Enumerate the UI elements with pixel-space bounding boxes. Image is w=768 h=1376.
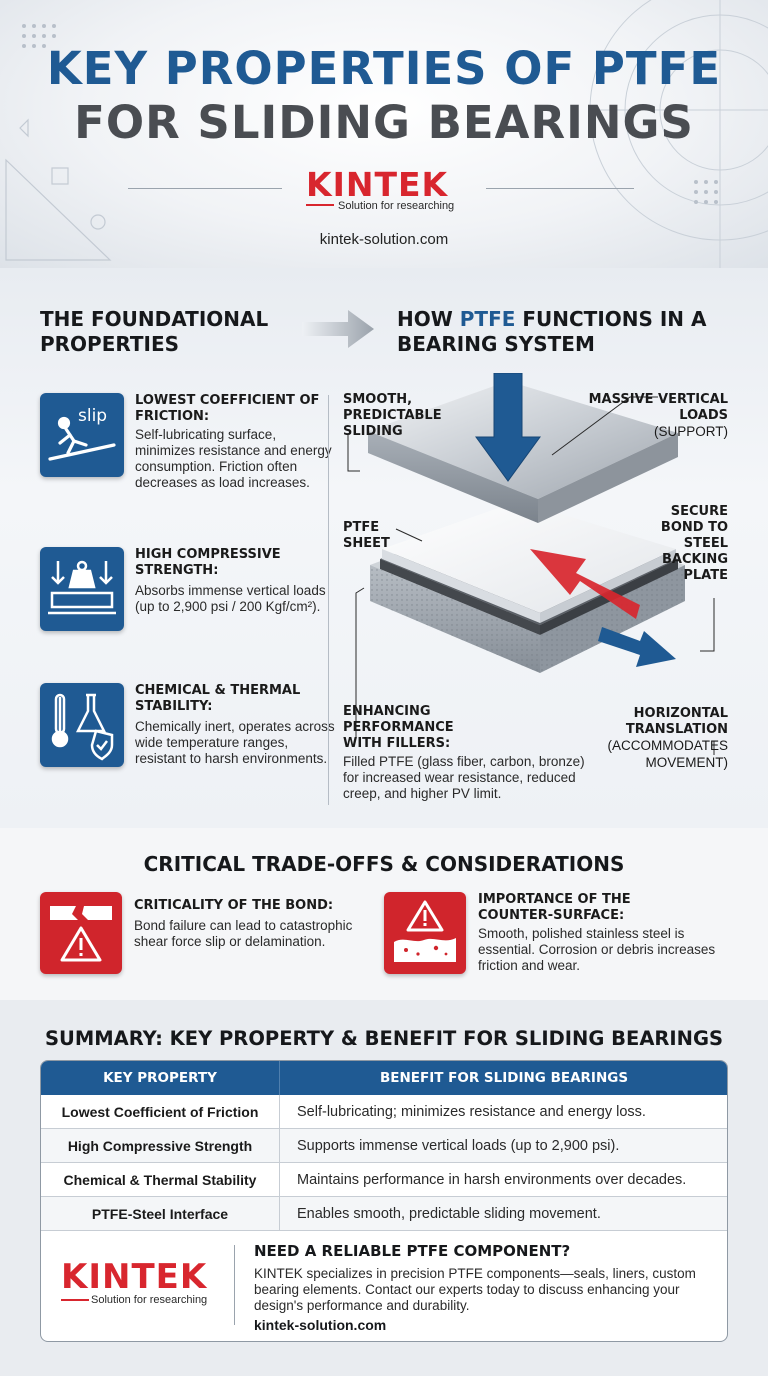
table-cell-benefit: Supports immense vertical loads (up to 2…	[297, 1138, 620, 1154]
functions-heading: HOW PTFE FUNCTIONS IN A BEARING SYSTEM	[397, 307, 717, 357]
functions-heading-pre: HOW	[397, 307, 460, 331]
foundational-heading: THE FOUNDATIONAL PROPERTIES	[40, 307, 269, 356]
summary-heading: SUMMARY: KEY PROPERTY & BENEFIT FOR SLID…	[44, 1027, 724, 1050]
functions-heading-post: FUNCTIONS IN A BEARING SYSTEM	[397, 307, 707, 356]
header-rule-right	[486, 188, 634, 189]
logo-underline	[306, 204, 334, 206]
table-column-separator	[279, 1095, 280, 1231]
cta-website-link[interactable]: kintek-solution.com	[254, 1317, 387, 1333]
cta-separator	[234, 1245, 235, 1325]
decorative-circles-icon	[589, 0, 768, 268]
property-compressive-title: HIGH COMPRESSIVE STRENGTH:	[135, 547, 281, 578]
table-cell-benefit: Enables smooth, predictable sliding move…	[297, 1206, 601, 1222]
compression-weight-icon	[40, 547, 124, 631]
table-header: KEY PROPERTY BENEFIT FOR SLIDING BEARING…	[41, 1061, 727, 1095]
table-cell-benefit: Maintains performance in harsh environme…	[297, 1172, 687, 1188]
label-horizontal: HORIZONTAL TRANSLATION (ACCOMMODATES MOV…	[598, 706, 729, 772]
property-compressive: HIGH COMPRESSIVE STRENGTH: Absorbs immen…	[40, 547, 335, 637]
vertical-load-arrow	[475, 373, 541, 482]
property-friction-desc: Self-lubricating surface, minimizes resi…	[135, 427, 332, 490]
label-horizontal-sub: (ACCOMMODATES MOVEMENT)	[607, 738, 729, 770]
table-cell-property: Lowest Coefficient of Friction	[61, 1104, 259, 1120]
section-divider-vertical	[328, 395, 329, 805]
table-cell-property: High Compressive Strength	[67, 1138, 253, 1154]
property-chemical: CHEMICAL & THERMAL STABILITY: Chemically…	[40, 683, 335, 783]
label-enhancing: ENHANCING PERFORMANCE WITH FILLERS:	[343, 704, 454, 751]
website-link[interactable]: kintek-solution.com	[319, 231, 449, 248]
property-chemical-title: CHEMICAL & THERMAL STABILITY:	[135, 683, 301, 714]
leader-lines	[355, 587, 715, 738]
cta-description: KINTEK specializes in precision PTFE com…	[254, 1266, 696, 1313]
cta-logo-tagline: Solution for researching	[91, 1294, 208, 1306]
table-row: Lowest Coefficient of Friction Self-lubr…	[41, 1095, 727, 1129]
table-header-property: KEY PROPERTY	[103, 1070, 217, 1086]
summary-table: KEY PROPERTY BENEFIT FOR SLIDING BEARING…	[40, 1060, 728, 1342]
property-compressive-desc: Absorbs immense vertical loads (up to 2,…	[135, 583, 326, 614]
label-massive-main: MASSIVE VERTICAL LOADS	[588, 392, 728, 423]
tradeoff-surface-desc: Smooth, polished stainless steel is esse…	[478, 926, 716, 973]
table-header-benefit: BENEFIT FOR SLIDING BEARINGS	[379, 1070, 629, 1086]
property-friction-title: LOWEST COEFFICIENT OF FRICTION:	[135, 393, 320, 424]
tradeoff-bond-desc: Bond failure can lead to catastrophic sh…	[134, 918, 353, 949]
tradeoff-surface-title: IMPORTANCE OF THE COUNTER-SURFACE:	[478, 892, 631, 923]
table-cell-benefit: Self-lubricating; minimizes resistance a…	[297, 1104, 646, 1120]
bearing-diagram	[347, 373, 715, 755]
broken-bond-warning-icon	[40, 892, 122, 974]
horizontal-translation-arrow	[598, 627, 676, 667]
cta-logo: KINTEK Solution for researching	[61, 1257, 221, 1307]
header: KEY PROPERTIES OF PTFE FOR SLIDING BEARI…	[0, 0, 768, 268]
label-smooth-sliding: SMOOTH, PREDICTABLE SLIDING	[343, 392, 442, 439]
property-friction: slip LOWEST COEFFICIENT OF FRICTION: Sel…	[40, 393, 335, 503]
tradeoffs-section: CRITICAL TRADE-OFFS & CONSIDERATIONS CRI…	[0, 828, 768, 1000]
page-title-line1: KEY PROPERTIES OF PTFE	[46, 42, 722, 95]
logo-tagline: Solution for researching	[338, 200, 455, 212]
table-row: High Compressive Strength Supports immen…	[41, 1129, 727, 1163]
table-row: PTFE-Steel Interface Enables smooth, pre…	[41, 1197, 727, 1231]
foundational-section: THE FOUNDATIONAL PROPERTIES HOW PTFE FUN…	[0, 268, 768, 828]
tradeoff-bond-title: CRITICALITY OF THE BOND:	[134, 898, 334, 913]
table-cell-property: PTFE-Steel Interface	[91, 1206, 229, 1222]
header-logo: KINTEK Solution for researching	[306, 165, 466, 217]
header-rule-left	[128, 188, 282, 189]
cta-logo-word: KINTEK	[61, 1257, 208, 1297]
surface-debris-warning-icon	[384, 892, 466, 974]
slip-icon: slip	[40, 393, 124, 477]
slip-icon-text: slip	[78, 406, 107, 426]
label-massive-loads: MASSIVE VERTICAL LOADS (SUPPORT)	[568, 392, 728, 441]
functions-heading-highlight: PTFE	[459, 307, 516, 331]
thermometer-flask-shield-icon	[40, 683, 124, 767]
label-massive-sub: (SUPPORT)	[653, 424, 728, 439]
page-title-line2: FOR SLIDING BEARINGS	[74, 96, 694, 149]
decorative-geometry-icon	[5, 118, 112, 261]
arrow-right-icon	[302, 310, 374, 348]
property-chemical-desc: Chemically inert, operates across wide t…	[135, 719, 335, 766]
label-secure-bond: SECURE BOND TO STEEL BACKING PLATE	[660, 504, 728, 583]
label-ptfe-sheet: PTFE SHEET	[343, 520, 390, 551]
tradeoffs-heading: CRITICAL TRADE-OFFS & CONSIDERATIONS	[143, 852, 625, 876]
table-header-separator	[279, 1061, 280, 1095]
cta-logo-underline	[61, 1299, 89, 1301]
logo-word: KINTEK	[306, 165, 449, 204]
decorative-dots-icon	[22, 24, 56, 48]
label-horizontal-main: HORIZONTAL TRANSLATION	[625, 706, 728, 737]
label-enhancing-desc: Filled PTFE (glass fiber, carbon, bronze…	[343, 754, 585, 801]
table-row: Chemical & Thermal Stability Maintains p…	[41, 1163, 727, 1197]
sliding-arrow	[530, 549, 640, 619]
cta-title: NEED A RELIABLE PTFE COMPONENT?	[254, 1242, 571, 1260]
table-cell-property: Chemical & Thermal Stability	[63, 1172, 257, 1188]
ptfe-sheet	[382, 501, 676, 613]
